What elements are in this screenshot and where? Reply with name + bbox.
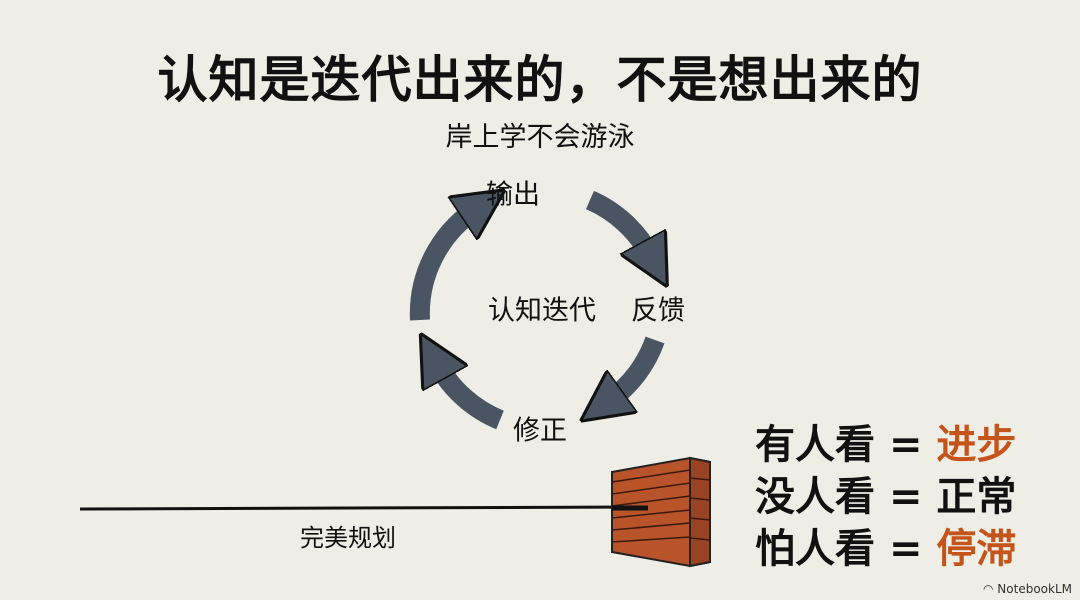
statement-1: 有人看 = 进步 [755, 412, 1016, 470]
statement-subject: 有人看 [755, 422, 875, 468]
watermark-text: NotebookLM [997, 582, 1072, 596]
cycle-center-label: 认知迭代 [488, 295, 596, 327]
statement-3: 怕人看 = 停滞 [755, 516, 1016, 574]
equals-sign: = [888, 474, 923, 520]
statement-result: 停滞 [936, 526, 1017, 572]
plan-label: 完美规划 [300, 524, 396, 552]
statement-subject: 没人看 [755, 474, 875, 520]
cycle-node-feedback: 反馈 [631, 295, 685, 327]
cycle-arrow-4 [438, 365, 505, 430]
plan-line [79, 505, 641, 511]
slide-subtitle: 岸上学不会游泳 [445, 122, 635, 153]
cycle-arrow-2 [585, 190, 650, 255]
statement-result: 正常 [936, 474, 1017, 520]
brick-wall-icon [611, 456, 711, 568]
statement-result: 进步 [936, 422, 1017, 468]
equals-sign: = [888, 422, 923, 468]
statement-2: 没人看 = 正常 [755, 464, 1016, 522]
notebooklm-watermark: ◠ NotebookLM [983, 582, 1072, 596]
cycle-node-correction: 修正 [513, 415, 567, 447]
slide-title: 认知是迭代出来的，不是想出来的 [157, 51, 923, 109]
notebooklm-logo-icon: ◠ [983, 582, 998, 596]
cycle-arrow-3 [610, 336, 665, 400]
equals-sign: = [888, 526, 923, 572]
statement-subject: 怕人看 [755, 526, 875, 572]
cycle-node-output: 输出 [486, 179, 540, 211]
cycle-arrow-1 [409, 210, 475, 321]
